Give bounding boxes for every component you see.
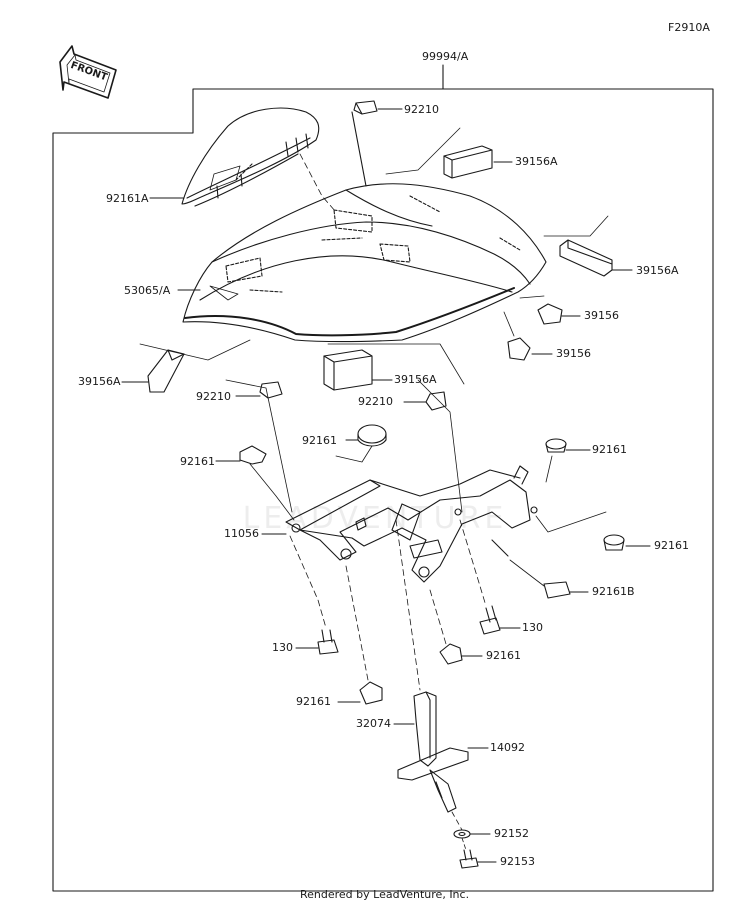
bolt-130-left	[289, 535, 339, 655]
pad-39156A-middle	[323, 343, 465, 391]
bolt-130-right	[459, 519, 521, 635]
figure-id: F2910A	[668, 21, 710, 34]
part-label-92161A: 92161A	[106, 192, 149, 205]
clip-92210-left	[225, 379, 293, 513]
pad-39156-b	[503, 311, 553, 361]
part-label-92210-left: 92210	[196, 390, 231, 403]
watermark: LEADVENTURE	[243, 501, 508, 536]
grommet-92161-bottom	[337, 565, 383, 705]
pad-39156A-right	[543, 215, 633, 277]
part-label-39156-a: 39156	[584, 309, 619, 322]
clip-92210-top	[351, 100, 403, 187]
part-label-11056: 11056	[224, 527, 259, 540]
bracket-14092	[397, 747, 489, 813]
pad-39156A-top	[385, 127, 513, 179]
part-label-92161-far-right: 92161	[654, 539, 689, 552]
screw-92153	[459, 837, 497, 869]
bracket-part	[261, 465, 538, 583]
part-label-14092: 14092	[490, 741, 525, 754]
part-label-92161-low: 92161	[486, 649, 521, 662]
part-label-32074: 32074	[356, 717, 391, 730]
part-label-92152: 92152	[494, 827, 529, 840]
part-label-130-right: 130	[522, 621, 543, 634]
pad-39156-a	[519, 295, 581, 325]
part-label-92161-right: 92161	[592, 443, 627, 456]
part-label-92210-top: 92210	[404, 103, 439, 116]
part-label-92161-middle: 92161	[302, 434, 337, 447]
grommet-92161-middle	[335, 424, 387, 463]
part-label-39156A-left: 39156A	[78, 375, 121, 388]
pad-39156A-left	[121, 339, 251, 393]
part-label-92161B: 92161B	[592, 585, 635, 598]
part-label-92161-left: 92161	[180, 455, 215, 468]
clip-92210-middle	[403, 379, 463, 513]
part-label-130-left: 130	[272, 641, 293, 654]
part-label-92210-middle: 92210	[358, 395, 393, 408]
part-label-99994A: 99994/A	[422, 50, 469, 63]
grommet-92161-far-right	[535, 511, 651, 551]
grommet-92161-left	[215, 445, 295, 521]
leader-cover-to-cowl	[299, 153, 337, 213]
part-label-53065A: 53065/A	[124, 284, 171, 297]
grommet-92161-right	[545, 438, 591, 483]
part-label-92161-bottom: 92161	[296, 695, 331, 708]
stay-32074	[393, 519, 437, 767]
part-label-39156A-middle: 39156A	[394, 373, 437, 386]
cover-shell-part	[181, 107, 320, 207]
assembly-frame	[52, 88, 714, 892]
part-label-92153: 92153	[500, 855, 535, 868]
part-label-39156A-top: 39156A	[515, 155, 558, 168]
front-label: FRONT	[69, 60, 109, 83]
part-label-39156-b: 39156	[556, 347, 591, 360]
washer-92152	[451, 811, 491, 839]
seat-cowl-part	[182, 183, 547, 343]
part-label-39156A-right: 39156A	[636, 264, 679, 277]
grommet-92161-low	[429, 589, 483, 665]
front-arrow-icon	[59, 45, 117, 99]
pad-92161B	[509, 559, 589, 599]
footer-credit: Rendered by LeadVenture, Inc.	[300, 888, 470, 901]
